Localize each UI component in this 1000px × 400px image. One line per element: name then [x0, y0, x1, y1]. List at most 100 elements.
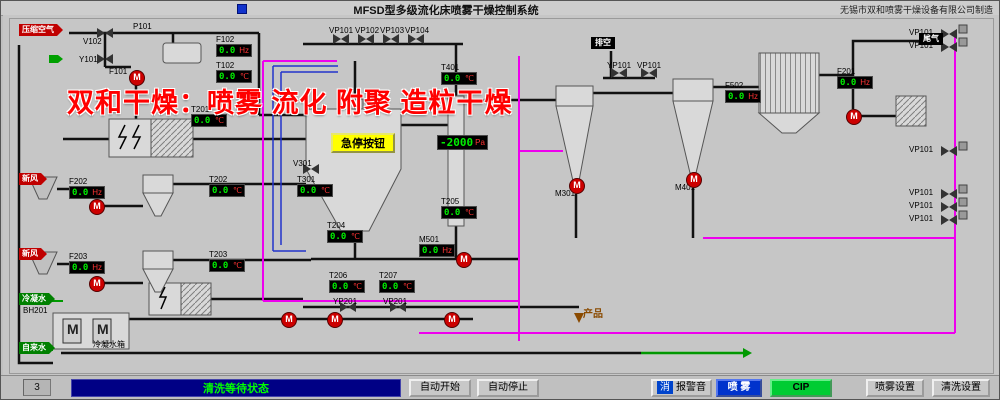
page-counter[interactable]: 3: [23, 379, 51, 396]
label-right-valve: VP101: [909, 188, 934, 197]
label-right-valve: VP101: [909, 145, 934, 154]
gauge-T205: T205 0.0℃: [441, 197, 477, 219]
motor-icon[interactable]: M: [89, 199, 105, 215]
label-vp104: VP104: [405, 26, 430, 35]
cyclone-1-top: [555, 85, 594, 107]
vessel-f102: [162, 42, 202, 64]
valve-icon[interactable]: [941, 189, 957, 199]
product-label: 产品: [583, 309, 603, 320]
label-f101: F101: [109, 67, 128, 76]
mute-alarm-button[interactable]: 消 报警音: [651, 378, 712, 397]
gauge-label: F502: [725, 81, 744, 90]
gauge-label: T206: [329, 271, 348, 280]
label-right-valve: VP101: [909, 28, 934, 37]
gauge-label: F102: [216, 35, 235, 44]
valve-icon[interactable]: [97, 54, 113, 64]
label-yp201: YP201: [333, 297, 358, 306]
gauge-T203: T203 0.0℃: [209, 250, 245, 272]
label-right-valve: VP101: [909, 41, 934, 50]
motor-icon[interactable]: M: [89, 276, 105, 292]
label-vp101-2: VP101: [637, 61, 662, 70]
heater-1: [108, 118, 194, 158]
label-vp103: VP103: [380, 26, 405, 35]
gauge-label: F201: [837, 67, 856, 76]
status-text: 清洗等待状态: [203, 382, 269, 395]
tank-pump-symbol: M: [97, 321, 109, 337]
dryer-chamber: [305, 108, 402, 232]
gauge-T202: T202 0.0℃: [209, 175, 245, 197]
label-vp101: VP101: [329, 26, 354, 35]
valve-icon[interactable]: [941, 202, 957, 212]
gauge-label: T102: [216, 61, 235, 70]
motor-icon[interactable]: M: [846, 109, 862, 125]
label-p101: P101: [133, 22, 152, 31]
label-v301: V301: [293, 159, 312, 168]
auto-stop-button[interactable]: 自动停止: [477, 378, 539, 397]
gauge-T102: T102 0.0℃: [216, 61, 252, 83]
auto-start-button[interactable]: 自动开始: [409, 378, 471, 397]
valve-icon[interactable]: [383, 34, 399, 44]
heater-2: [148, 282, 212, 316]
status-bar: 清洗等待状态: [71, 378, 401, 397]
gauge-T204: T204 0.0℃: [327, 221, 363, 243]
title-bar: MFSD型多级流化床喷雾干燥控制系统 无锡市双和喷雾干燥设备有限公司制造: [1, 1, 999, 17]
emergency-stop-button[interactable]: 急停按钮: [331, 133, 395, 153]
clean-settings-button[interactable]: 清洗设置: [932, 378, 990, 397]
small-cyclone-1: [142, 174, 174, 194]
motor-icon[interactable]: M: [327, 312, 343, 328]
cyclone-2-top: [672, 78, 714, 102]
spray-button[interactable]: 喷 雾: [716, 378, 762, 397]
label-bh201: BH201: [23, 306, 48, 315]
footer-bar: 3 清洗等待状态 自动开始 自动停止 消 报警音 喷 雾 CIP 喷雾设置 清洗…: [1, 375, 999, 399]
watermark-text: 双和干燥：喷雾 流化 附聚 造粒干燥: [67, 88, 513, 118]
label-v102: V102: [83, 37, 102, 46]
cyclone-2-cone: [672, 100, 714, 174]
gauge-T301: T301 0.0℃: [297, 175, 333, 197]
motor-icon[interactable]: M: [456, 252, 472, 268]
tank-pump-symbol: M: [67, 321, 79, 337]
motor-icon[interactable]: M: [281, 312, 297, 328]
gauge-label: T203: [209, 250, 228, 259]
fresh-air-tag-1: 新风: [19, 173, 47, 185]
page-title: MFSD型多级流化床喷雾干燥控制系统: [353, 5, 539, 17]
drain-pipe: [43, 300, 752, 358]
gauge-label: T205: [441, 197, 460, 206]
label-vp201: VP201: [383, 297, 408, 306]
bag-filter-cone: [757, 112, 821, 134]
gauge-label: T202: [209, 175, 228, 184]
valve-icon[interactable]: [333, 34, 349, 44]
motor-icon[interactable]: M: [569, 178, 585, 194]
gauge-label: T401: [441, 63, 460, 72]
condensate-tag: 冷凝水: [19, 293, 55, 305]
valve-icon[interactable]: [941, 215, 957, 225]
valve-icon[interactable]: [941, 42, 957, 52]
mute-label: 报警音: [676, 382, 706, 393]
inlet-arrow-icon: [49, 55, 63, 63]
gauge-label: T301: [297, 175, 316, 184]
gauge-label: F202: [69, 177, 88, 186]
manufacturer-label: 无锡市双和喷雾干燥设备有限公司制造: [839, 5, 993, 15]
cip-button[interactable]: CIP: [770, 378, 832, 397]
fresh-air-tag-2: 新风: [19, 248, 47, 260]
valve-icon[interactable]: [358, 34, 374, 44]
valve-icon[interactable]: [408, 34, 424, 44]
silencer: [895, 95, 927, 127]
gauge-label: T204: [327, 221, 346, 230]
compressed-air-tag: 压缩空气: [19, 24, 63, 36]
valve-icon[interactable]: [941, 29, 957, 39]
gauge-label: M501: [419, 235, 440, 244]
motor-icon[interactable]: M: [686, 172, 702, 188]
gauge-label: T207: [379, 271, 398, 280]
valve-icon[interactable]: [941, 146, 957, 156]
spray-settings-button[interactable]: 喷雾设置: [866, 378, 924, 397]
motor-icon[interactable]: M: [444, 312, 460, 328]
gauge-T207: T207 0.0℃: [379, 271, 415, 293]
small-cyclone-2: [142, 250, 174, 270]
